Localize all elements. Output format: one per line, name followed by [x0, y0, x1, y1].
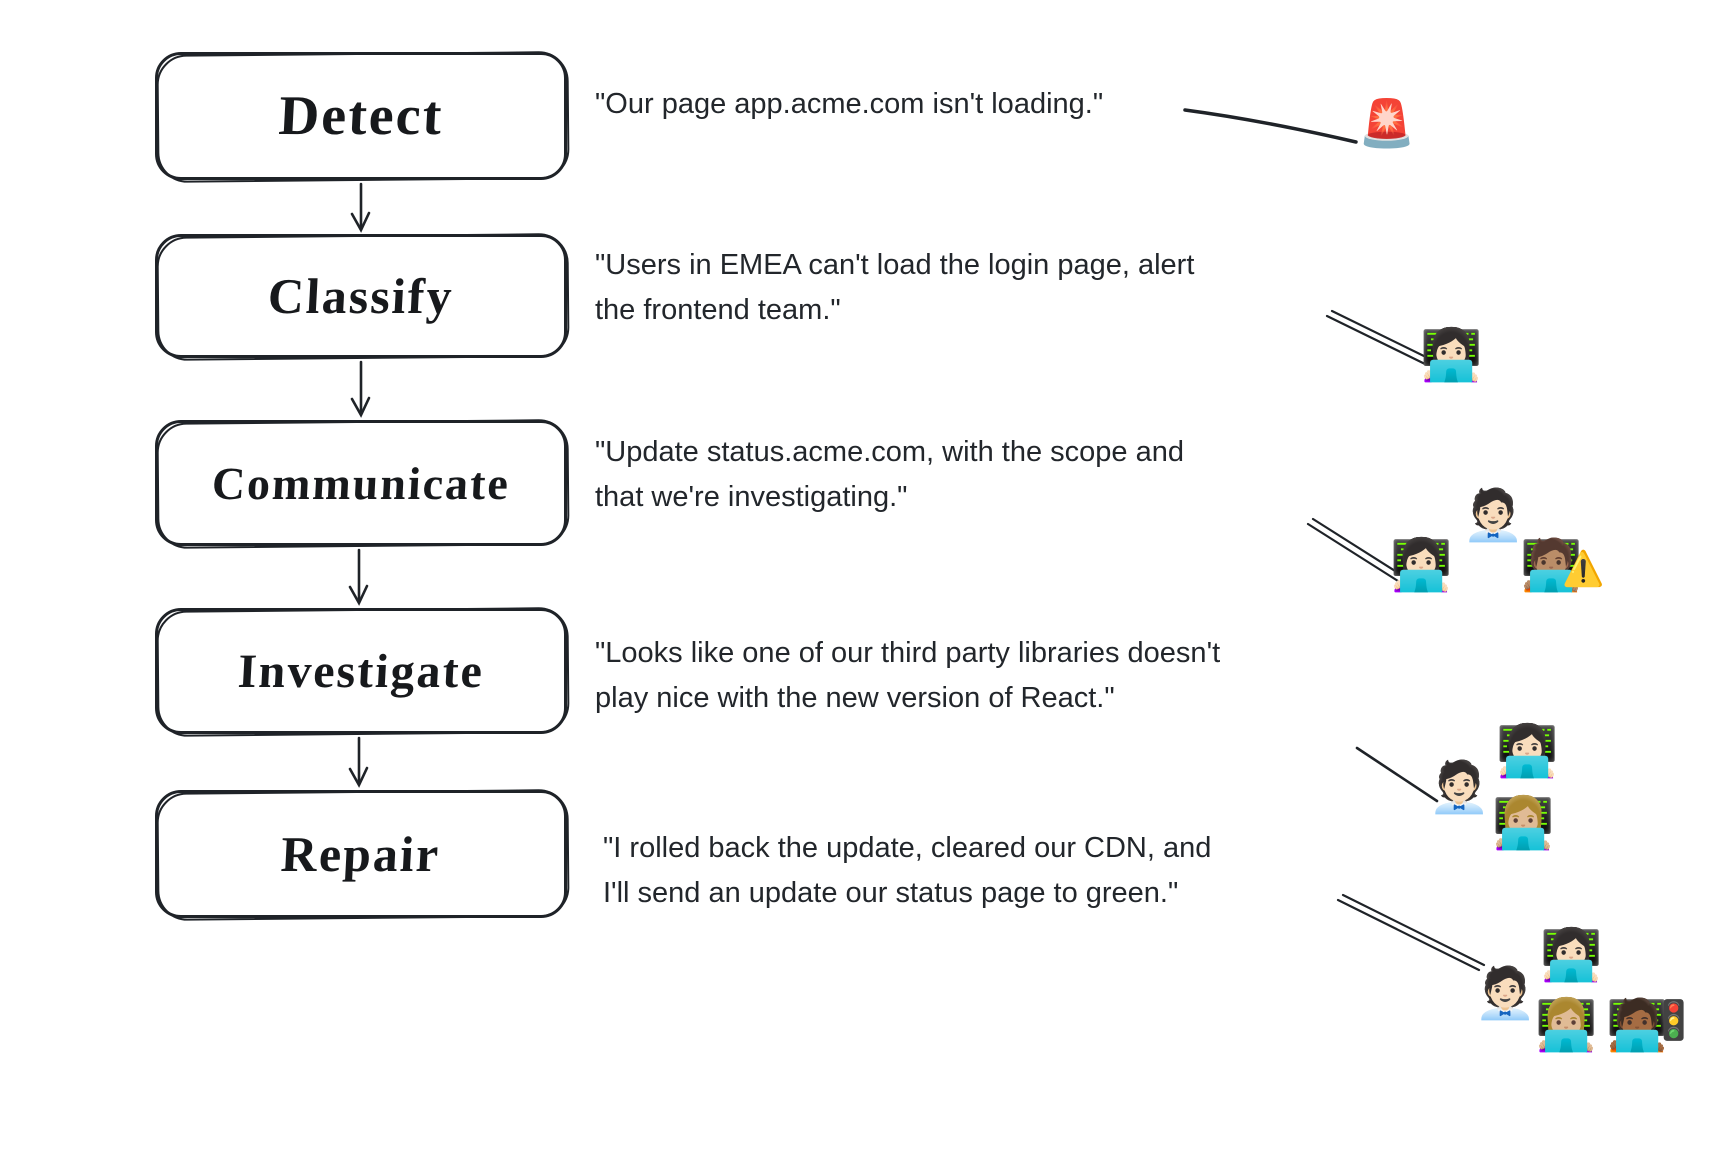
police-car-light-emoji: 🚨	[1358, 97, 1416, 149]
step-box-investigate: Investigate	[155, 608, 567, 734]
quote-line: "Looks like one of our third party libra…	[595, 637, 1221, 669]
quote-repair: "I rolled back the update, cleared our C…	[603, 826, 1211, 916]
woman-technologist-emoji: 👩🏻‍💻	[1496, 723, 1559, 779]
step-box-repair: Repair	[155, 790, 567, 918]
arrow-communicate-investigate	[348, 548, 369, 606]
quote-communicate: "Update status.acme.com, with the scope …	[595, 430, 1184, 520]
arrow-classify-communicate	[350, 360, 371, 418]
quote-line: "I rolled back the update, cleared our C…	[603, 832, 1212, 864]
blonde-woman-technologist-emoji: 👩🏼‍💻	[1535, 997, 1598, 1053]
connector-investigate	[1355, 746, 1439, 803]
quote-line: I'll send an update our status page to g…	[603, 877, 1179, 909]
step-label-repair: Repair	[279, 826, 443, 882]
step-label-classify: Classify	[266, 268, 456, 324]
quote-line: "Our page app.acme.com isn't loading."	[595, 88, 1104, 120]
quote-line: "Update status.acme.com, with the scope …	[595, 436, 1184, 468]
connector-detect	[1183, 108, 1358, 144]
quote-line: that we're investigating."	[595, 481, 908, 513]
warning-sign-emoji: ⚠️	[1562, 550, 1605, 588]
connector-communicate	[1306, 517, 1405, 583]
step-label-communicate: Communicate	[210, 457, 512, 509]
quote-detect: "Our page app.acme.com isn't loading."	[595, 82, 1103, 127]
step-label-investigate: Investigate	[236, 644, 486, 698]
woman-technologist-emoji: 👩🏻‍💻	[1540, 927, 1603, 983]
technologist-medium-skin-emoji: 🧑🏽‍💻	[1520, 537, 1583, 593]
arrow-investigate-repair	[348, 736, 369, 788]
step-label-detect: Detect	[277, 85, 445, 147]
woman-technologist-emoji: 👩🏻‍💻	[1390, 537, 1453, 593]
step-box-classify: Classify	[155, 234, 567, 358]
office-worker-emoji: 🧑🏻‍💼	[1462, 487, 1525, 543]
arrow-detect-classify	[350, 182, 371, 233]
step-box-detect: Detect	[155, 52, 567, 180]
step-box-communicate: Communicate	[155, 420, 567, 546]
traffic-light-emoji: 🚦	[1650, 1000, 1698, 1042]
technologist-medium-dark-skin-emoji: 🧑🏾‍💻	[1606, 997, 1669, 1053]
connector-repair	[1336, 893, 1486, 972]
blonde-woman-technologist-emoji: 👩🏼‍💻	[1492, 795, 1555, 851]
connector-classify	[1325, 309, 1432, 366]
quote-line: "Users in EMEA can't load the login page…	[595, 249, 1195, 281]
office-worker-emoji: 🧑🏻‍💼	[1428, 759, 1491, 815]
quote-classify: "Users in EMEA can't load the login page…	[595, 243, 1194, 333]
quote-line: the frontend team."	[595, 294, 841, 326]
woman-technologist-emoji: 👩🏻‍💻	[1420, 327, 1483, 383]
quote-line: play nice with the new version of React.…	[595, 682, 1115, 714]
quote-investigate: "Looks like one of our third party libra…	[595, 631, 1220, 721]
office-worker-emoji: 🧑🏻‍💼	[1474, 965, 1537, 1021]
